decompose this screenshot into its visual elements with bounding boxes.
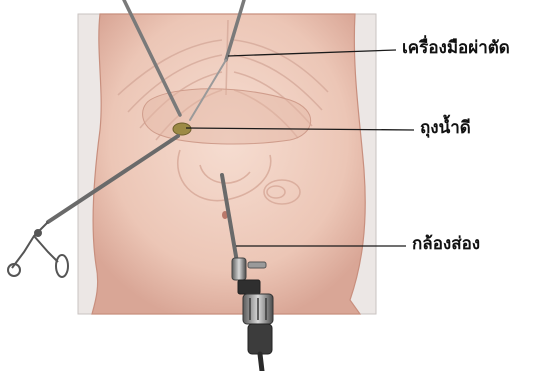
label-surgical-instrument: เครื่องมือผ่าตัด [402, 40, 510, 57]
label-gallbladder: ถุงน้ำดี [420, 120, 471, 137]
grasper-handle [8, 222, 68, 277]
label-laparoscope: กล้องส่อง [412, 236, 480, 253]
gallbladder [173, 123, 191, 135]
